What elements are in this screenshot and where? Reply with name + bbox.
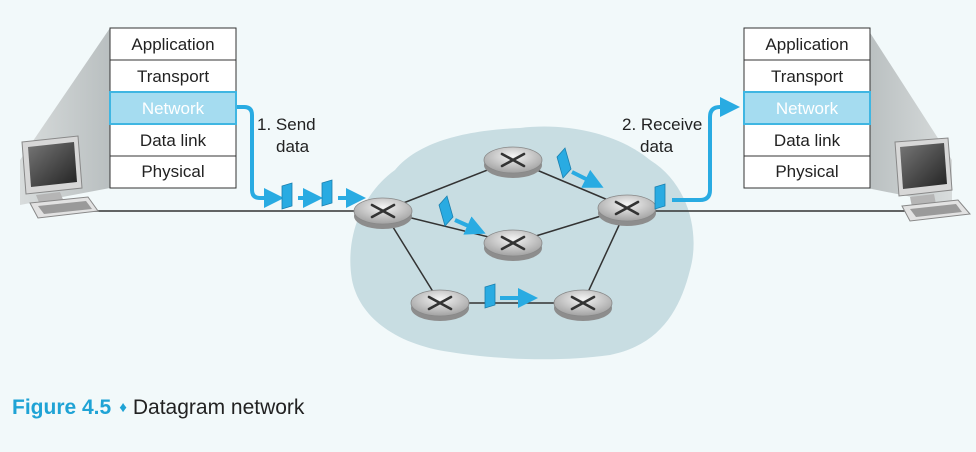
- packet-4: [556, 147, 572, 179]
- packet-2: [321, 179, 333, 207]
- right-computer-icon: [894, 137, 971, 222]
- receive-label-line1: 2. Receive: [622, 115, 702, 134]
- figure-title: Datagram network: [132, 396, 305, 419]
- right-layer-transport: Transport: [771, 67, 843, 86]
- packet-arrow-r1-r3: [454, 216, 486, 235]
- packet-arrow-r2-r4: [571, 169, 604, 188]
- receive-path-arrow: [672, 97, 740, 202]
- router-6: [553, 289, 613, 321]
- left-protocol-stack: Application Transport Network Data link …: [109, 27, 237, 189]
- send-path-arrow: [236, 105, 284, 208]
- left-network-layer-highlight: [109, 91, 237, 125]
- figure-number: Figure 4.5: [12, 396, 112, 419]
- packet-5: [484, 283, 496, 309]
- packet-6: [654, 183, 666, 210]
- left-layer-physical: Physical: [141, 162, 204, 181]
- send-label-line2: data: [276, 137, 310, 156]
- receive-label-line2: data: [640, 137, 674, 156]
- right-protocol-stack: Application Transport Network Data link …: [743, 27, 871, 189]
- caption-separator: ♦: [119, 399, 127, 416]
- router-5: [410, 289, 470, 321]
- right-layer-physical: Physical: [775, 162, 838, 181]
- router-2: [483, 146, 543, 178]
- router-3: [483, 229, 543, 261]
- packet-3: [438, 195, 454, 227]
- send-label-line1: 1. Send: [257, 115, 316, 134]
- left-computer-icon: [21, 135, 99, 219]
- right-layer-network: Network: [776, 99, 839, 118]
- datagram-packets: [281, 147, 666, 309]
- figure-caption: Figure 4.5 ♦ Datagram network: [12, 396, 304, 420]
- right-network-layer-highlight: [743, 91, 871, 125]
- left-layer-application: Application: [131, 35, 214, 54]
- right-layer-application: Application: [765, 35, 848, 54]
- router-1: [353, 197, 413, 229]
- packet-1: [281, 182, 293, 210]
- left-layer-data-link: Data link: [140, 131, 207, 150]
- left-layer-network: Network: [142, 99, 205, 118]
- left-layer-transport: Transport: [137, 67, 209, 86]
- router-4: [597, 194, 657, 226]
- right-layer-data-link: Data link: [774, 131, 841, 150]
